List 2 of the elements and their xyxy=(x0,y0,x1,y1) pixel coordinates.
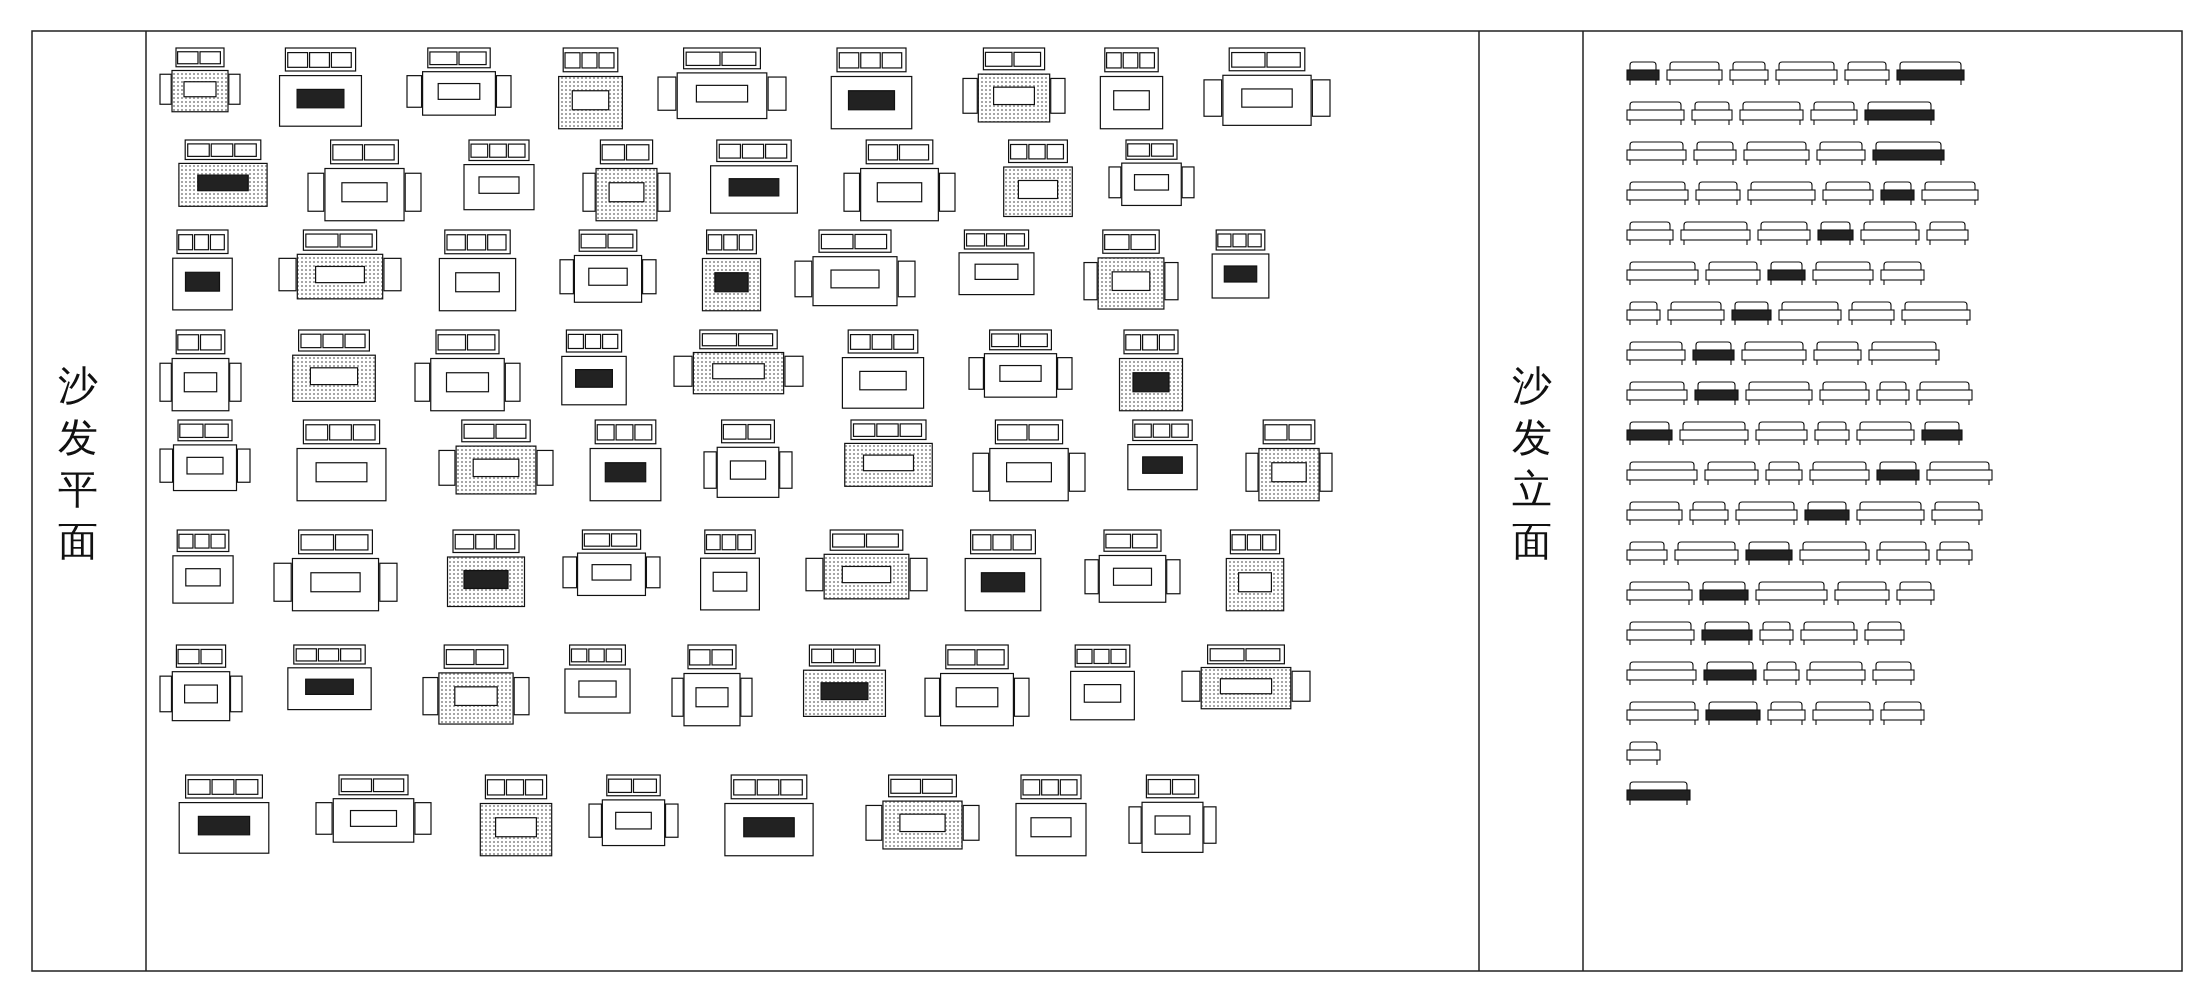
vertical-heading: 沙发平面 xyxy=(58,362,98,566)
vertical-heading: 沙发立面 xyxy=(1512,362,1552,566)
